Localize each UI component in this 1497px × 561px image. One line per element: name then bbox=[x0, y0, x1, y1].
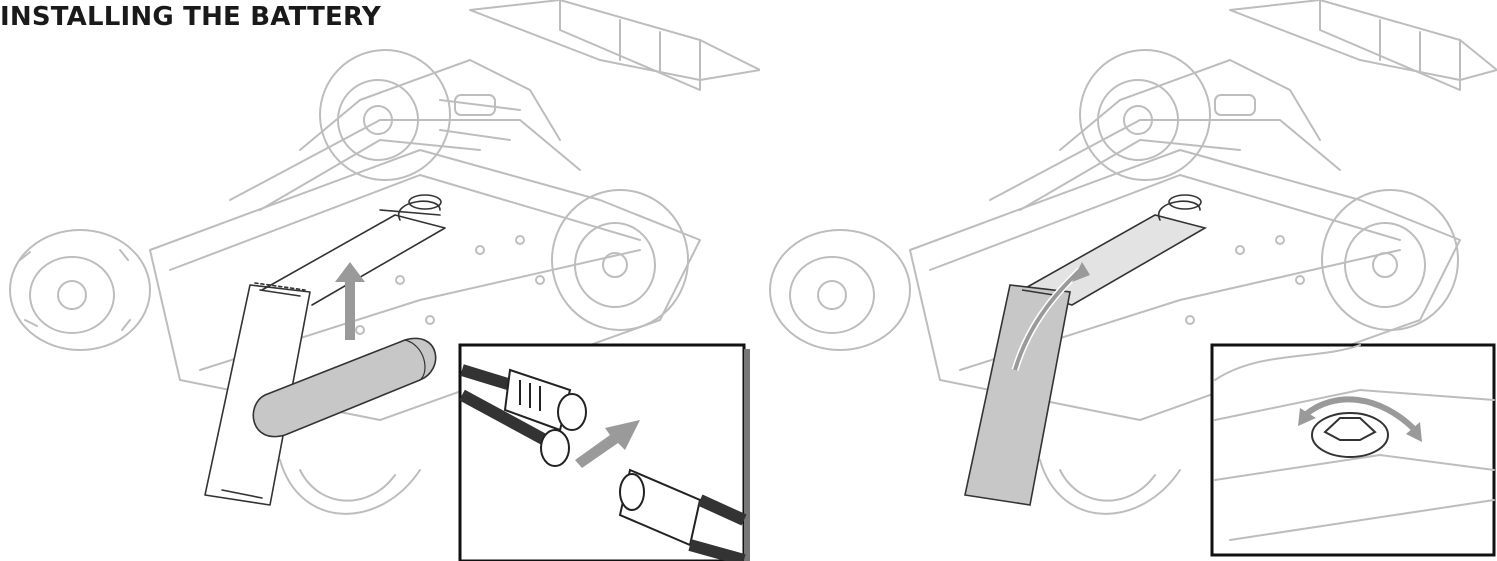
wheel-rear-right bbox=[1321, 189, 1459, 331]
rotate-arrow-icon bbox=[1157, 194, 1202, 221]
wheel-front-left bbox=[769, 229, 911, 351]
curved-arrow-rotate-icon bbox=[1298, 396, 1422, 442]
step-2-panel bbox=[760, 0, 1497, 561]
page-title: INSTALLING THE BATTERY bbox=[0, 2, 381, 32]
rear-wing bbox=[469, 0, 760, 91]
wheel-top bbox=[319, 49, 521, 181]
latch-knob-icon bbox=[1311, 412, 1389, 458]
latch-inset bbox=[1210, 343, 1496, 557]
wheel-rear-bottom bbox=[279, 459, 421, 515]
wheel-rear-bottom bbox=[1039, 459, 1181, 515]
connector-plug-icon bbox=[503, 368, 587, 467]
curved-arrow-icon bbox=[1011, 262, 1090, 372]
connector-socket-icon bbox=[618, 468, 747, 561]
rear-wing bbox=[1229, 0, 1497, 91]
battery-bay bbox=[261, 209, 446, 306]
battery-pack-icon bbox=[252, 337, 437, 438]
wheel-rear-right bbox=[551, 189, 689, 331]
wheel-top bbox=[1079, 49, 1256, 181]
buggy-illustration-right bbox=[769, 0, 1497, 557]
battery-tray-lid bbox=[204, 282, 311, 506]
up-arrow-icon bbox=[335, 262, 365, 340]
buggy-illustration-left bbox=[9, 0, 760, 561]
rotate-arrow-icon bbox=[397, 194, 442, 221]
battery-tray-closing bbox=[964, 214, 1208, 506]
connector-inset bbox=[458, 343, 750, 561]
wheel-front-left bbox=[9, 229, 151, 351]
step-1-panel bbox=[9, 0, 760, 561]
